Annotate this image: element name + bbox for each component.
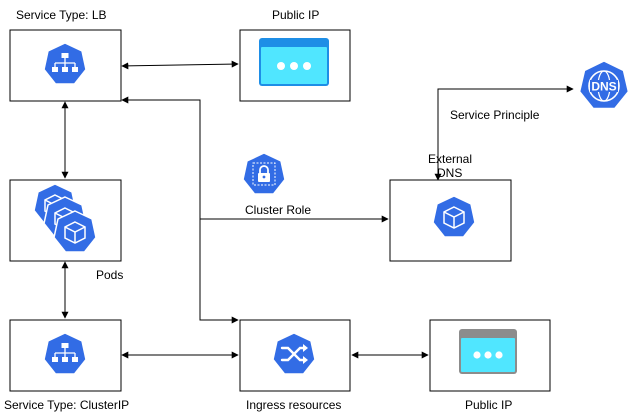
lb-label: Service Type: LB [16, 8, 107, 22]
external-dns-label-line2: DNS [437, 166, 463, 180]
public-ip-window-icon [459, 329, 517, 374]
kubernetes-pod-icon [432, 195, 476, 238]
edge-lb-public-ip [121, 60, 239, 70]
cluster-role-lock-icon [242, 152, 286, 195]
kubernetes-service-icon [43, 42, 87, 85]
external-dns-label-line1: External [428, 152, 473, 166]
kubernetes-service-icon [43, 332, 87, 375]
service-principle-label: Service Principle [450, 108, 540, 122]
edge-external-dns-to-dns [434, 85, 574, 181]
kubernetes-ingress-icon [272, 332, 316, 375]
ingress-label: Ingress resources [246, 398, 342, 412]
public-ip-top-label: Public IP [272, 8, 320, 22]
cluster-role-label: Cluster Role [245, 203, 312, 217]
dns-globe-icon: DNS [578, 60, 630, 110]
kubernetes-pods-icon [33, 183, 97, 253]
clusterip-label: Service Type: ClusterIP [4, 398, 130, 412]
public-ip-window-icon [259, 38, 329, 86]
connectors [61, 60, 574, 359]
pods-label: Pods [96, 268, 124, 282]
public-ip-bottom-label: Public IP [465, 398, 513, 412]
dns-icon-label: DNS [591, 80, 616, 94]
edge-lb-ingress [121, 96, 239, 324]
